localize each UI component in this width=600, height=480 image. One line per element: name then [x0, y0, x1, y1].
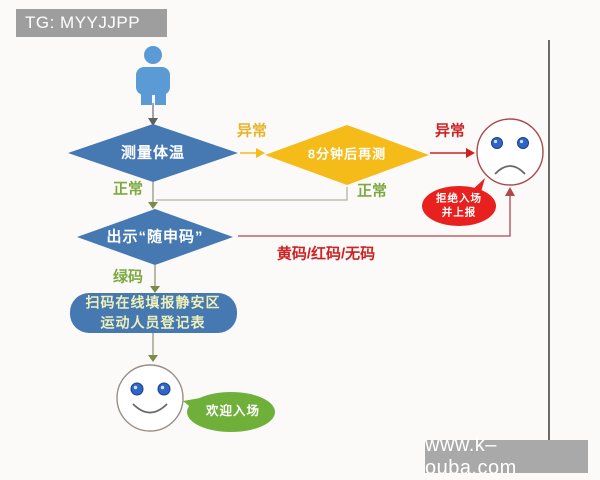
register-label-line1: 扫码在线填报静安区 [85, 294, 221, 311]
edge-label-normal-first: 正常 [112, 180, 144, 198]
node-register-label: 扫码在线填报静安区 运动人员登记表 [86, 293, 221, 332]
edge-green-code [150, 265, 160, 293]
person-icon [136, 46, 170, 105]
welcome-bubble [183, 392, 275, 432]
channel-badge: TG: MYYJJPP [16, 9, 167, 37]
reject-bubble [422, 178, 496, 226]
reject-label-line1: 拒绝入场 [436, 192, 482, 205]
smiley-face-icon [116, 364, 184, 432]
register-label-line2: 运动人员登记表 [100, 314, 206, 330]
reject-bubble-label: 拒绝入场 并上报 [436, 192, 482, 219]
edge-start-to-measure [148, 103, 158, 126]
reject-label-line2: 并上报 [441, 206, 477, 218]
node-retest-diamond [265, 125, 429, 185]
node-register-rect [70, 293, 237, 333]
node-measure-label: 测量体温 [120, 144, 186, 162]
edge-label-green-code: 绿码 [112, 268, 144, 286]
sad-face-icon [476, 118, 544, 186]
edge-label-bad-codes: 黄码/红码/无码 [276, 245, 376, 263]
node-show-code-diamond [77, 209, 233, 265]
edge-abnormal-first [240, 148, 265, 158]
node-measure-diamond [68, 124, 238, 182]
node-show-code-label: 出示“随申码” [106, 228, 204, 246]
edge-normal-second [156, 187, 348, 201]
welcome-bubble-label: 欢迎入场 [205, 403, 261, 418]
edge-bad-codes [238, 187, 515, 237]
edge-label-normal-second: 正常 [356, 182, 388, 200]
watermark-url: www.k–ouba.com [425, 434, 588, 479]
edge-normal-first [148, 182, 158, 209]
edge-register-to-welcome [148, 333, 158, 362]
edge-label-abnormal-first: 异常 [236, 122, 268, 140]
edge-label-abnormal-second: 异常 [434, 122, 466, 140]
edge-abnormal-second [430, 148, 475, 158]
node-retest-label: 8分钟后再测 [307, 146, 387, 162]
